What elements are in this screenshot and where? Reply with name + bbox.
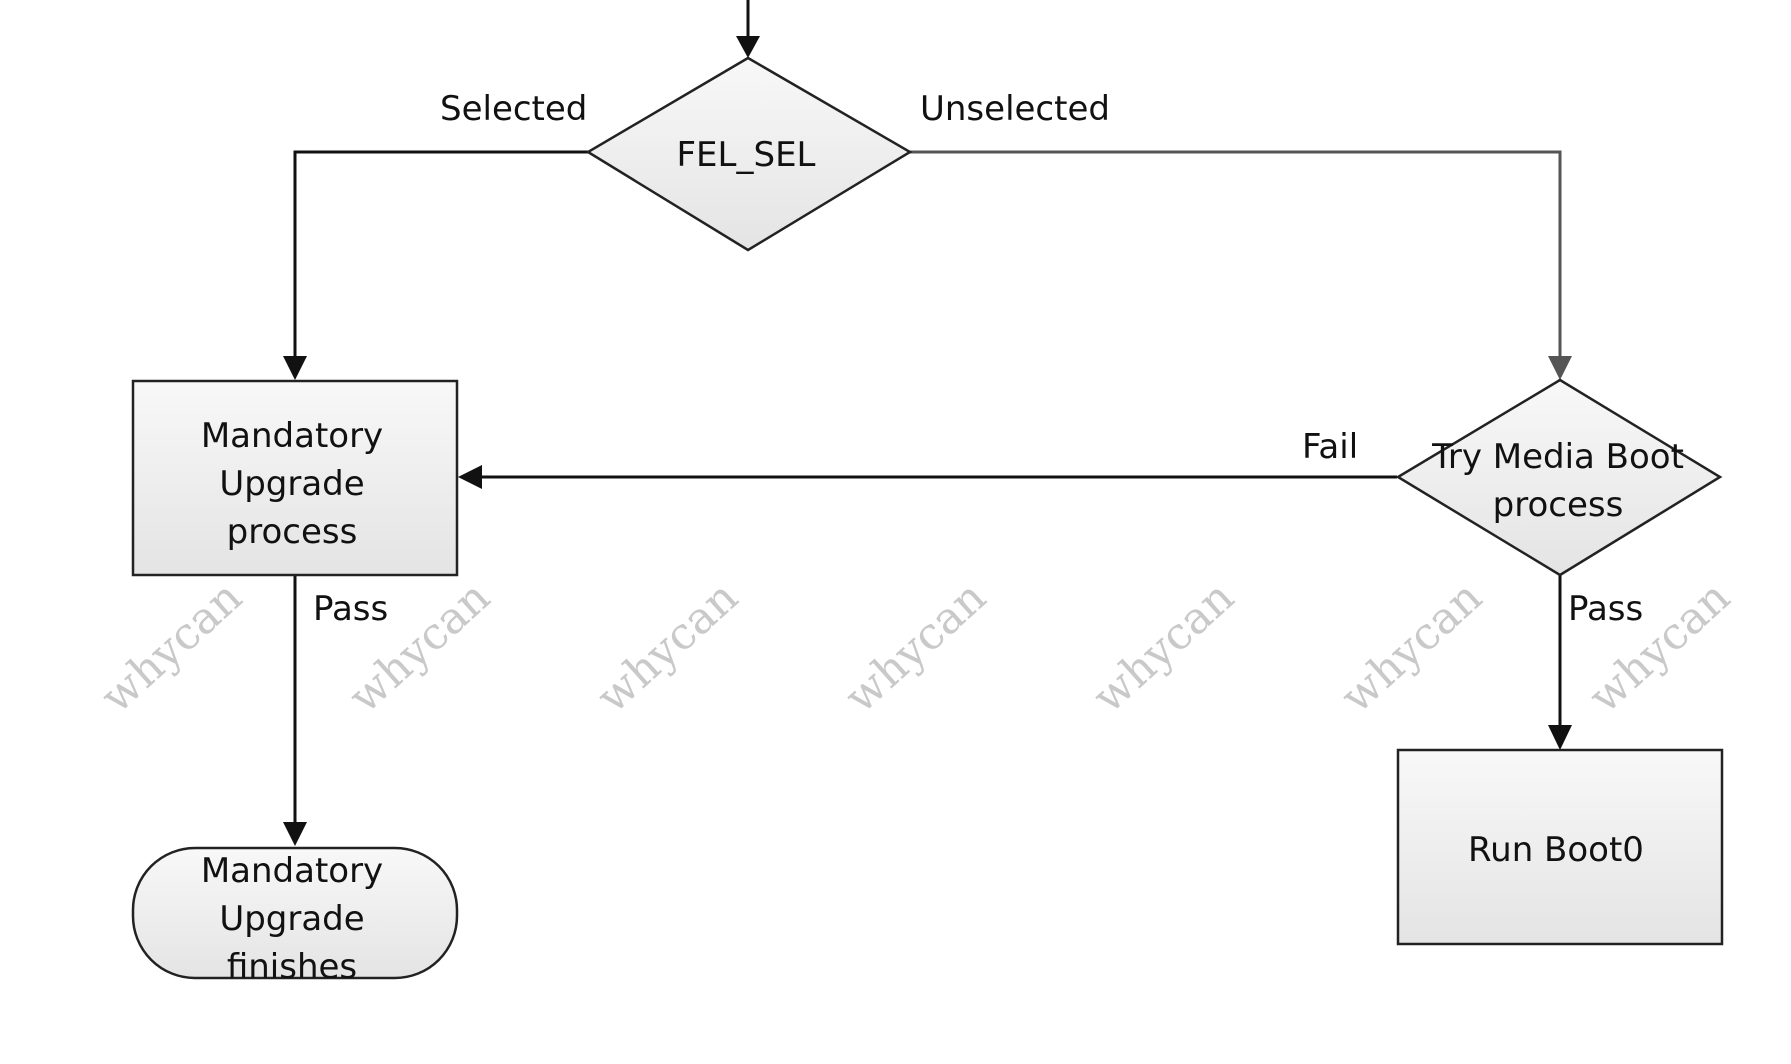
- watermark-text: whycan: [91, 571, 252, 723]
- pass-left-arrowhead: [283, 822, 307, 846]
- upgrade-finishes-line-1: Mandatory: [201, 851, 383, 891]
- pass-right-label: Pass: [1568, 589, 1643, 629]
- selected-connector: [293, 150, 588, 360]
- fail-label: Fail: [1302, 427, 1358, 467]
- fel-sel-diamond: [585, 56, 913, 252]
- mandatory-upgrade-process: Mandatory Upgrade process: [131, 379, 459, 577]
- run-boot0-process: Run Boot0: [1396, 748, 1724, 946]
- connectors: [283, 0, 1572, 846]
- upgrade-finishes-line-2: Upgrade: [219, 899, 364, 939]
- try-media-boot-decision: Try Media Boot process: [1395, 378, 1723, 577]
- fel-sel-label: FEL_SEL: [677, 135, 816, 175]
- run-boot0-label: Run Boot0: [1468, 830, 1644, 870]
- pass-left-label: Pass: [313, 589, 388, 629]
- watermark-text: whycan: [1083, 571, 1244, 723]
- mandatory-upgrade-box: [131, 379, 459, 577]
- try-media-boot-line-2: process: [1493, 485, 1624, 525]
- upgrade-finishes-terminator: Mandatory Upgrade finishes: [131, 846, 459, 987]
- fail-arrowhead: [458, 465, 482, 489]
- pass-right-arrowhead: [1548, 725, 1572, 750]
- watermark-text: whycan: [587, 571, 748, 723]
- selected-arrowhead: [283, 356, 307, 380]
- try-media-boot-line-1: Try Media Boot: [1431, 437, 1684, 477]
- watermark-text: whycan: [835, 571, 996, 723]
- run-boot0-box: [1396, 748, 1724, 946]
- upgrade-finishes-shape: [131, 846, 459, 980]
- fel-sel-decision: FEL_SEL: [585, 56, 913, 252]
- upgrade-finishes-line-3: finishes: [227, 947, 357, 987]
- incoming-arrowhead: [736, 36, 760, 58]
- unselected-arrowhead: [1548, 356, 1572, 380]
- mandatory-upgrade-line-1: Mandatory: [201, 416, 383, 456]
- mandatory-upgrade-line-3: process: [227, 512, 358, 552]
- mandatory-upgrade-line-2: Upgrade: [219, 464, 364, 504]
- selected-label: Selected: [440, 89, 587, 129]
- edge-labels: Selected Unselected Fail Pass Pass: [313, 89, 1643, 629]
- unselected-connector: [910, 150, 1562, 360]
- unselected-label: Unselected: [920, 89, 1110, 129]
- watermark-text: whycan: [1331, 571, 1492, 723]
- try-media-boot-diamond: [1395, 378, 1723, 577]
